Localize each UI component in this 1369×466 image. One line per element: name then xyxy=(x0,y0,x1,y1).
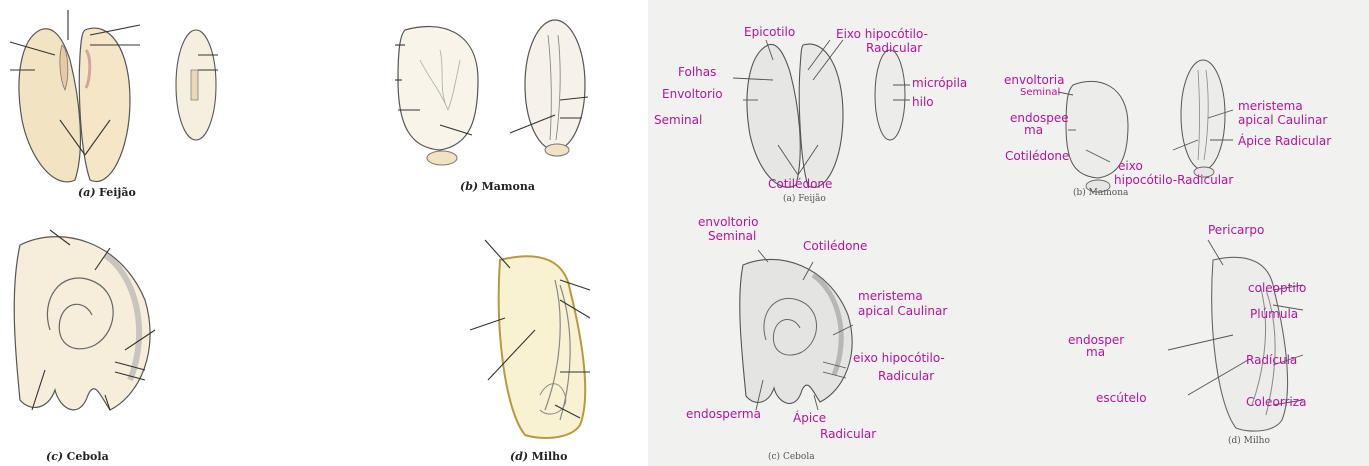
label-coleoptilo: coleoptilo xyxy=(1248,282,1306,295)
label-ma-b: ma xyxy=(1024,124,1043,137)
label-hilo: hilo xyxy=(912,96,934,109)
label-apice-radicular-b: Ápice Radicular xyxy=(1238,135,1331,148)
label-ma-d: ma xyxy=(1086,346,1105,359)
label-hipocotilo-radicular-b: hipocótilo-Radicular xyxy=(1114,174,1233,187)
label-radicula: Radícula xyxy=(1246,354,1297,367)
caption-mamona: (b) Mamona xyxy=(460,180,535,193)
label-envoltorio-a: Envoltorio xyxy=(662,88,723,101)
unlabeled-figure-panel: (a) Feijão (b) Mamona (c) Cebola (d) Mil… xyxy=(0,0,648,466)
label-escutelo: escútelo xyxy=(1096,392,1147,405)
label-eixo-hipocotilo-a: Eixo hipocótilo- xyxy=(836,28,928,41)
feijao-drawing xyxy=(10,10,218,182)
label-coleorriza: Coleorriza xyxy=(1246,396,1306,409)
feijao-labeled-drawing xyxy=(733,40,910,187)
label-micropila: micrópila xyxy=(912,77,967,90)
caption-mamona-right: (b) Mamona xyxy=(1073,188,1128,198)
label-epicotilo: Epicotilo xyxy=(744,26,795,39)
label-meristema-b: meristema xyxy=(1238,100,1303,113)
caption-cebola-right: (c) Cebola xyxy=(768,452,815,462)
label-envoltorio-c: envoltorio xyxy=(698,216,758,229)
cebola-labeled-drawing xyxy=(740,250,853,410)
caption-feijao: (a) Feijão xyxy=(78,186,136,199)
label-apical-caulinar-c: apical Caulinar xyxy=(858,305,947,318)
label-seminal-b: Seminal xyxy=(1020,86,1060,99)
label-endosperma-c: endosperma xyxy=(686,408,761,421)
label-cotiledone-a: Cotilédone xyxy=(768,178,832,191)
label-radicular-c2: Radicular xyxy=(820,428,876,441)
milho-drawing xyxy=(470,240,590,438)
label-eixo-hipocotilo-c: eixo hipocótilo- xyxy=(853,352,945,365)
caption-feijao-right: (a) Feijão xyxy=(783,194,826,204)
unlabeled-drawings xyxy=(0,0,648,466)
caption-cebola: (c) Cebola xyxy=(46,450,109,463)
label-folhas: Folhas xyxy=(678,66,716,79)
label-cotiledone-b: Cotilédone xyxy=(1005,150,1069,163)
mamona-drawing xyxy=(395,20,588,165)
label-seminal-a: Seminal xyxy=(654,114,702,127)
label-apice-c: Ápice xyxy=(793,412,826,425)
caption-milho-right: (d) Milho xyxy=(1228,436,1270,446)
label-radicular-a: Radicular xyxy=(866,42,922,55)
label-apical-caulinar-b: apical Caulinar xyxy=(1238,114,1327,127)
label-radicular-c: Radicular xyxy=(878,370,934,383)
label-pericarpo: Pericarpo xyxy=(1208,224,1264,237)
cebola-drawing xyxy=(14,230,155,410)
label-cotiledone-c: Cotilédone xyxy=(803,240,867,253)
label-plumula: Plúmula xyxy=(1250,308,1298,321)
label-eixo-b: eixo xyxy=(1118,160,1143,173)
label-meristema-c: meristema xyxy=(858,290,923,303)
label-seminal-c: Seminal xyxy=(708,230,756,243)
caption-milho: (d) Milho xyxy=(510,450,567,463)
labeled-figure-panel: (a) Feijão (b) Mamona (c) Cebola (d) Mil… xyxy=(648,0,1369,466)
